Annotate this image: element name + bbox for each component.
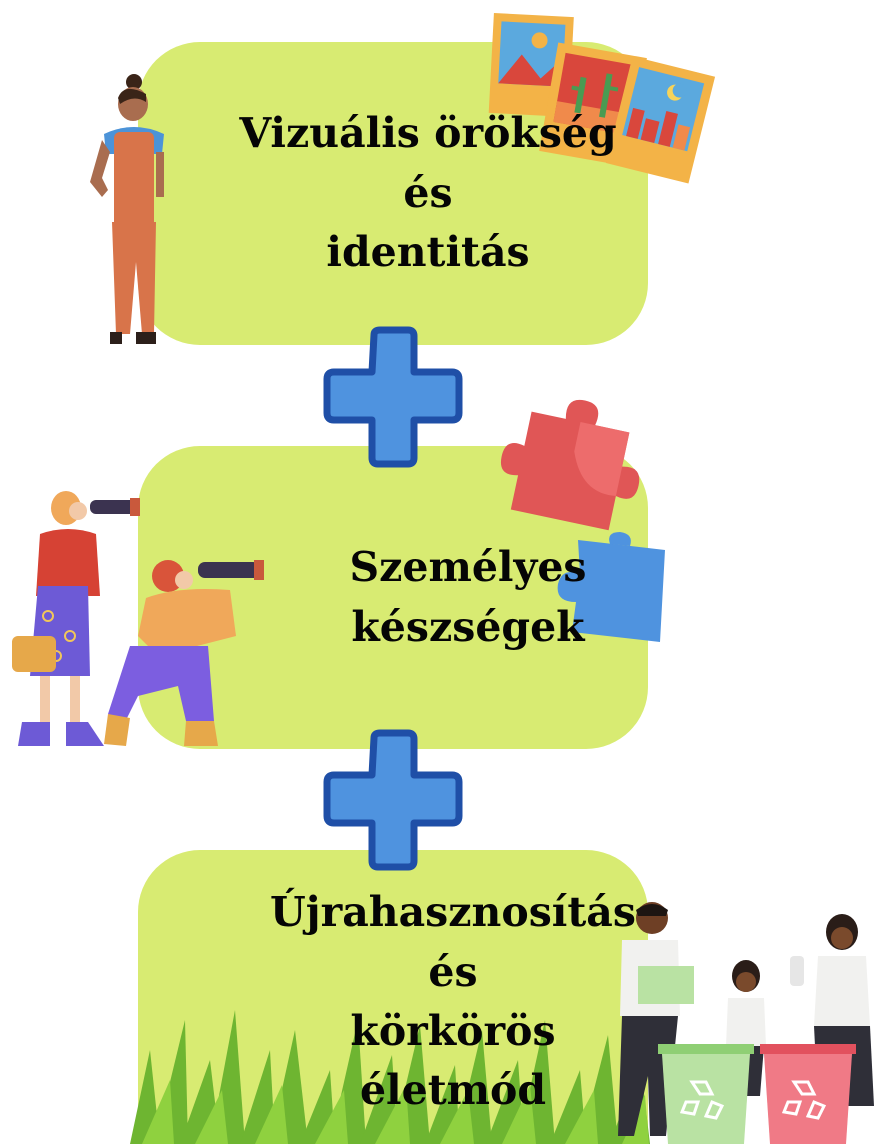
photo-cards-icon — [488, 12, 716, 184]
card-title: Vizuális örökség és identitás — [208, 104, 648, 282]
card-title-line: készségek — [351, 602, 585, 651]
card-title: Újrahasznosítás és körkörös életmód — [258, 883, 648, 1121]
puzzle-pieces-icon — [500, 399, 665, 642]
card-title-line: Személyes — [349, 543, 587, 592]
card-title: Személyes készségek — [349, 538, 586, 657]
recycling-bin-icon — [658, 1044, 754, 1144]
recycling-people-illustration — [618, 902, 874, 1144]
plus-icon — [323, 326, 463, 468]
card-title-line: körkörös életmód — [350, 1007, 556, 1115]
card-title-line: Vizuális örökség és — [239, 109, 617, 217]
worker-woman-illustration — [90, 74, 164, 344]
card-title-line: Újrahasznosítás és — [270, 888, 636, 996]
recycling-bin-icon — [760, 1044, 856, 1144]
plus-icon — [323, 729, 463, 871]
card-title-line: identitás — [326, 228, 530, 277]
explorers-with-telescopes-illustration — [12, 491, 264, 746]
